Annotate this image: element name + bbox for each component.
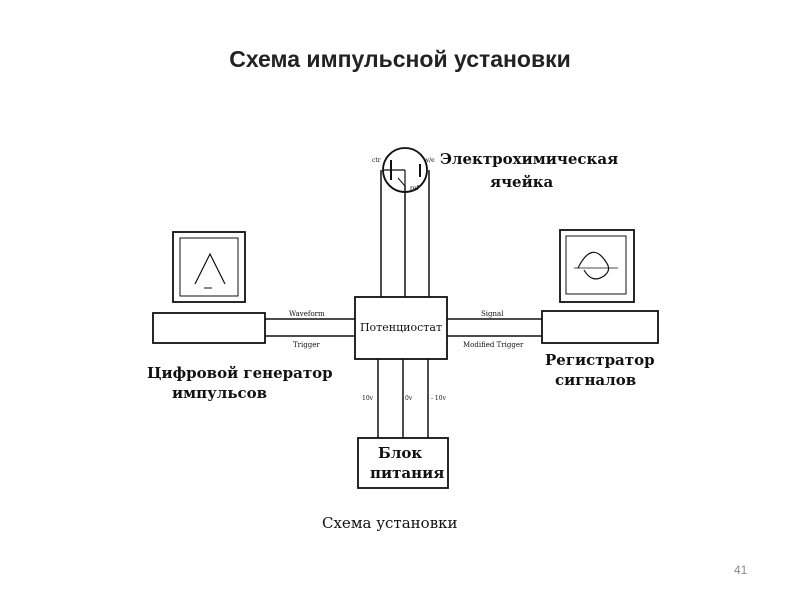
potentiostat-box xyxy=(354,296,448,360)
generator-label-line2: импульсов xyxy=(172,384,267,402)
recorder-signal-modified-trigger: Modified Trigger xyxy=(463,341,524,349)
recorder-computer xyxy=(541,229,659,344)
cell-electrode-we: w/e xyxy=(424,157,435,164)
voltammogram-curve-icon xyxy=(577,251,610,280)
power-supply-label-line2: питания xyxy=(370,464,444,482)
cell-label-line1: Электрохимическая xyxy=(440,150,618,168)
power-line-plus10v: 10v xyxy=(362,395,374,402)
power-supply-box xyxy=(357,437,449,489)
recorder-label-line1: Регистратор xyxy=(545,351,655,369)
recorder-label-line2: сигналов xyxy=(555,371,636,389)
power-line-0v: 0v xyxy=(405,395,413,402)
cell-label-line2: ячейка xyxy=(490,173,554,191)
generator-computer xyxy=(152,231,266,344)
generator-signal-waveform: Waveform xyxy=(289,310,325,318)
cell-leads xyxy=(380,170,430,297)
slide-title: Схема импульсной установки xyxy=(229,46,571,72)
recorder-signal-signal: Signal xyxy=(481,310,504,318)
page-number: 41 xyxy=(734,563,748,577)
electrochemical-cell: ctr w/e ref xyxy=(372,147,435,193)
generator-label-line1: Цифровой генератор xyxy=(147,364,333,382)
cell-electrode-ctr: ctr xyxy=(372,157,381,164)
generator-signal-trigger: Trigger xyxy=(293,341,320,349)
diagram-caption: Схема установки xyxy=(322,514,458,532)
power-supply-label-line1: Блок xyxy=(378,444,422,462)
potentiostat-label: Потенциостат xyxy=(360,321,442,334)
cell-electrode-ref: ref xyxy=(410,185,419,192)
triangle-waveform-icon xyxy=(194,252,226,285)
power-line-minus10v: - 10v xyxy=(431,395,447,402)
